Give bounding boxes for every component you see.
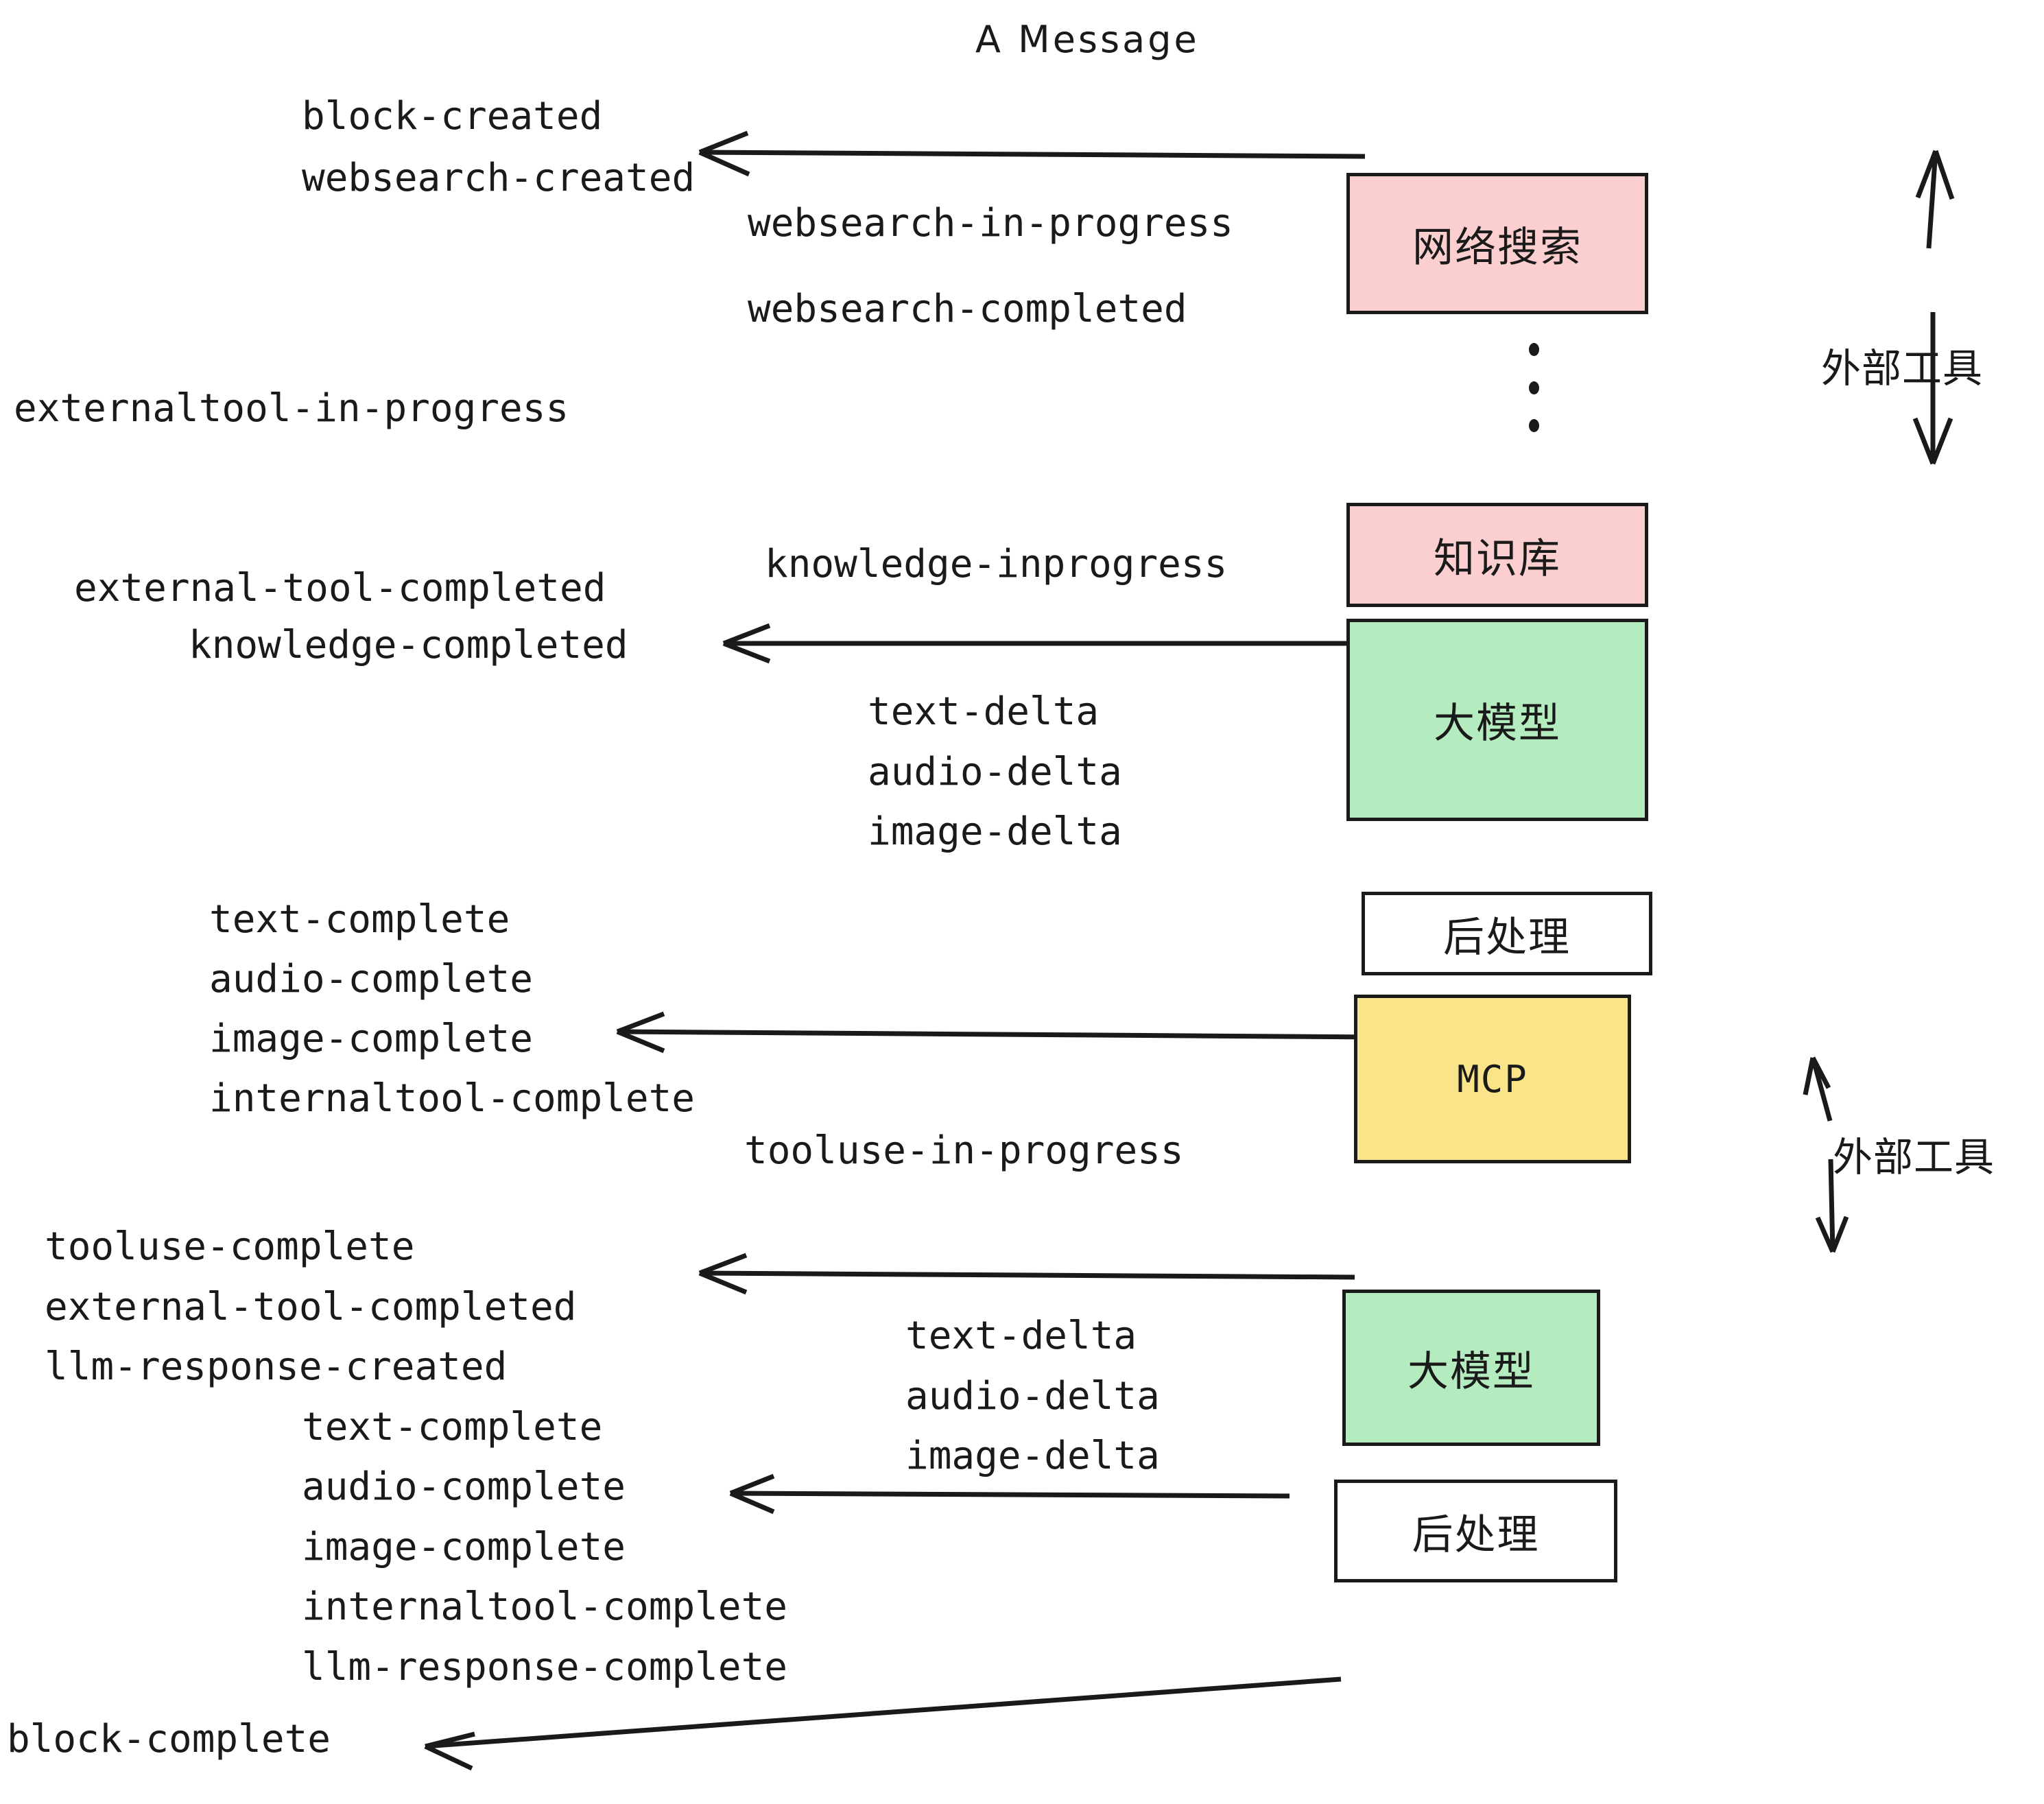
arrow-audio-complete <box>729 1473 1290 1515</box>
vertical-ellipsis-icon <box>1528 343 1540 432</box>
arrow-knowledge-completed <box>722 623 1348 664</box>
event-websearch-in-progress: websearch-in-progress <box>748 201 1234 246</box>
event-text-complete-second: text-complete <box>302 1405 603 1449</box>
event-text-delta-first: text-delta <box>868 689 1100 734</box>
event-image-delta-second: image-delta <box>905 1434 1160 1478</box>
box-postprocess-second-label: 后处理 <box>1412 1510 1540 1559</box>
box-postprocess-first[interactable]: 后处理 <box>1362 892 1652 975</box>
box-mcp[interactable]: MCP <box>1354 995 1631 1163</box>
event-audio-delta-second: audio-delta <box>905 1374 1160 1419</box>
event-llm-response-complete: llm-response-complete <box>302 1645 788 1689</box>
event-tooluse-in-progress: tooluse-in-progress <box>744 1128 1184 1173</box>
arrow-external-tool-up-top <box>1915 150 1955 249</box>
ellipsis-dot <box>1528 381 1539 394</box>
box-websearch-label: 网络搜索 <box>1412 223 1582 272</box>
event-text-delta-second: text-delta <box>905 1314 1137 1358</box>
arrow-block-complete <box>424 1676 1342 1771</box>
box-websearch[interactable]: 网络搜索 <box>1346 173 1648 314</box>
event-internaltool-complete-second: internaltool-complete <box>302 1585 788 1629</box>
box-postprocess-first-label: 后处理 <box>1443 913 1571 962</box>
event-image-complete-first: image-complete <box>209 1017 534 1061</box>
box-llm-second-label: 大模型 <box>1407 1347 1535 1396</box>
event-block-created: block-created <box>302 94 603 139</box>
event-block-complete: block-complete <box>7 1717 331 1761</box>
event-knowledge-completed: knowledge-completed <box>189 623 628 667</box>
event-knowledge-inprogress: knowledge-inprogress <box>765 542 1228 586</box>
event-image-delta-first: image-delta <box>868 809 1122 854</box>
event-external-tool-completed-first: external-tool-completed <box>74 566 606 610</box>
event-image-complete-second: image-complete <box>302 1525 626 1569</box>
event-audio-delta-first: audio-delta <box>868 750 1122 794</box>
box-mcp-label: MCP <box>1457 1057 1528 1101</box>
side-label-external-tool-top: 外部工具 <box>1821 345 1984 392</box>
box-llm-first[interactable]: 大模型 <box>1346 619 1648 821</box>
box-knowledge-base[interactable]: 知识库 <box>1346 503 1648 607</box>
box-llm-second[interactable]: 大模型 <box>1342 1290 1600 1446</box>
event-audio-complete-first: audio-complete <box>209 957 534 1001</box>
arrow-external-tool-up-bottom <box>1803 1056 1833 1121</box>
arrow-block-created <box>698 130 1366 177</box>
box-llm-first-label: 大模型 <box>1434 700 1561 748</box>
side-label-external-tool-bottom: 外部工具 <box>1833 1134 1995 1180</box>
box-postprocess-second[interactable]: 后处理 <box>1334 1480 1617 1582</box>
ellipsis-dot <box>1528 419 1539 432</box>
event-external-tool-completed-second: external-tool-completed <box>45 1285 577 1329</box>
event-llm-response-created: llm-response-created <box>45 1344 508 1389</box>
event-tooluse-complete: tooluse-complete <box>45 1224 415 1269</box>
ellipsis-dot <box>1528 343 1539 356</box>
diagram-title: A Message <box>975 18 1200 61</box>
arrow-image-complete <box>616 1011 1379 1054</box>
event-text-complete-first: text-complete <box>209 897 510 942</box>
arrow-tooluse-complete <box>698 1253 1355 1295</box>
box-knowledge-base-label: 知识库 <box>1434 534 1561 583</box>
event-externaltool-in-progress: externaltool-in-progress <box>14 386 569 431</box>
event-websearch-created: websearch-created <box>302 156 696 200</box>
event-internaltool-complete-first: internaltool-complete <box>209 1076 696 1121</box>
event-websearch-completed: websearch-completed <box>748 287 1187 331</box>
event-audio-complete-second: audio-complete <box>302 1464 626 1509</box>
